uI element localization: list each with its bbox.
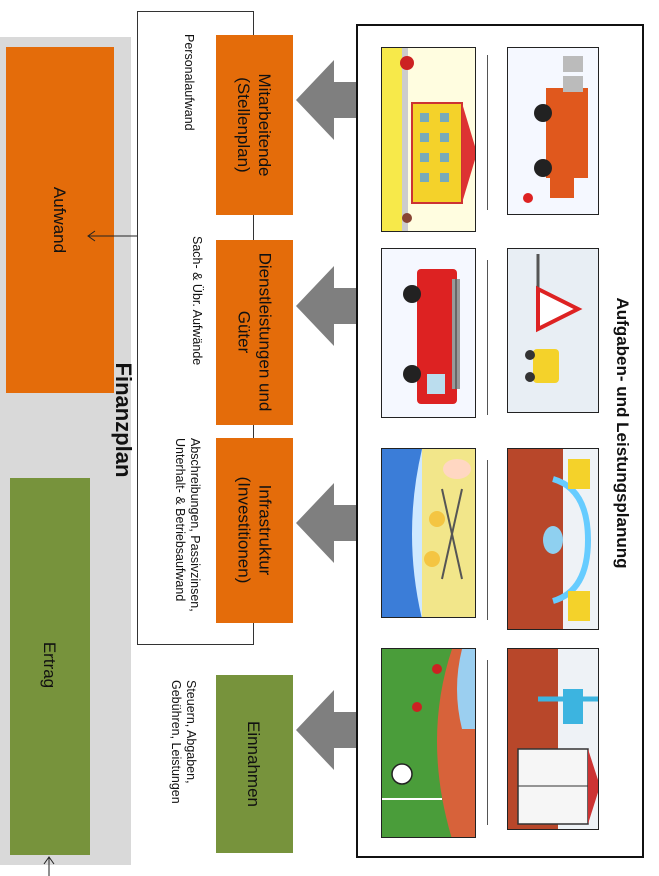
- school-building-illustration: [381, 47, 476, 232]
- planning-title: Aufgaben- und Leistungsplanung: [613, 297, 632, 569]
- infrastruktur-box: [216, 438, 293, 623]
- garbage-truck-illustration: [507, 47, 599, 215]
- sports-field-illustration: [381, 648, 476, 838]
- house-water-supply-illustration: [507, 648, 599, 830]
- arrow-mitarbeitende: [296, 60, 366, 140]
- ertrag-arrowhead: [43, 856, 55, 865]
- einnahmen-label: Einnahmen: [244, 720, 264, 807]
- fire-truck-illustration: [381, 248, 476, 418]
- water-fountain-illustration: [507, 448, 599, 630]
- aufwand-box: [6, 47, 114, 393]
- personalaufwand-note: Personalaufwand: [182, 34, 197, 131]
- separator: [487, 660, 488, 825]
- arrow-einnahmen: [296, 690, 366, 770]
- dienstleistungen-label: Dienstleistungen und Güter: [234, 252, 275, 412]
- arrow-infrastruktur: [296, 483, 366, 563]
- playground-illustration: [381, 448, 476, 618]
- arrow-dienstleistungen: [296, 266, 366, 346]
- separator: [487, 260, 488, 415]
- separator: [487, 55, 488, 210]
- traffic-sign-illustration: [507, 248, 599, 413]
- infrastruktur-label: Infrastruktur (Investitionen): [234, 476, 275, 584]
- sach-aufwaende-note: Sach- & Übr. Aufwände: [190, 236, 205, 366]
- ertrag-box: [10, 478, 90, 855]
- separator: [487, 460, 488, 620]
- einnahmen-box: [216, 675, 293, 853]
- einnahmen-note: Steuern, Abgaben, Gebühren, Leistungen: [169, 680, 198, 804]
- dienstleistungen-box: [216, 240, 293, 425]
- infrastruktur-note: Abschreibungen, Passivzinsen, Unterhalt-…: [173, 438, 202, 612]
- aufwand-arrowhead: [87, 230, 96, 242]
- mitarbeitende-box: [216, 35, 293, 215]
- mitarbeitende-label: Mitarbeitende (Stellenplan): [234, 73, 274, 177]
